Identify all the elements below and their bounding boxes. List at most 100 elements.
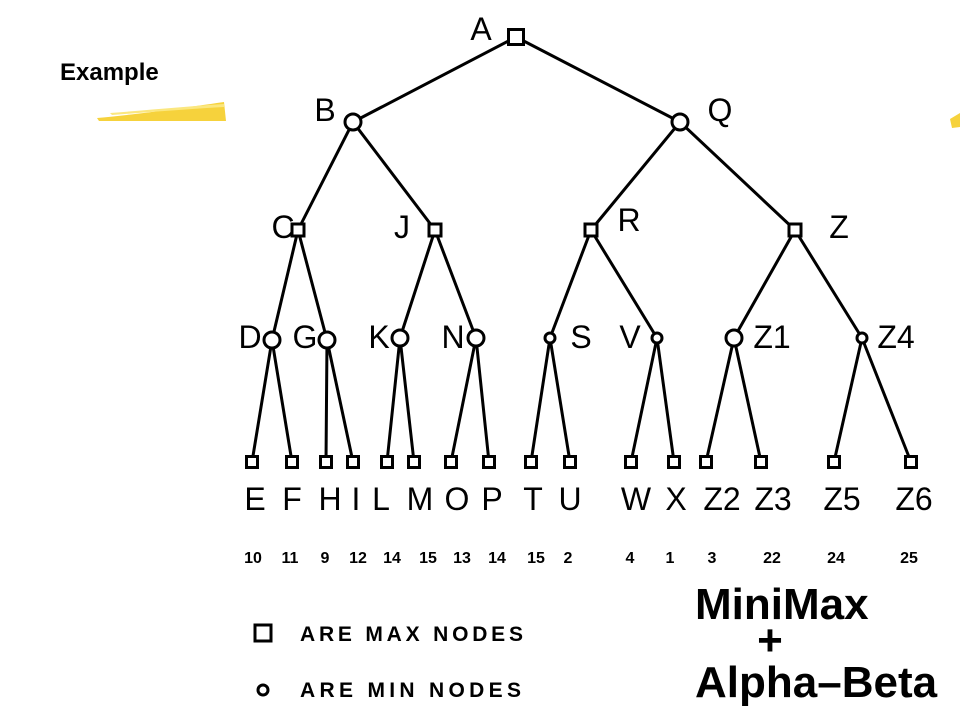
node-label-k: K: [368, 319, 389, 355]
node-label-z4: Z4: [877, 319, 914, 355]
edge-s-u: [548, 336, 572, 464]
edge-g-i: [325, 338, 355, 464]
leaf-node-z2: [699, 455, 713, 469]
edge-z4-z6: [860, 336, 913, 464]
min-node-d: [262, 330, 282, 350]
heading-plus: +: [757, 616, 783, 665]
node-label-d: D: [238, 319, 261, 355]
legend: ARE MAX NODES ARE MIN NODES: [253, 623, 523, 702]
node-label-a: A: [470, 11, 492, 47]
edge-a-q: [514, 35, 682, 124]
leaf-value-z6: 25: [900, 550, 918, 567]
max-node-c: [290, 222, 306, 238]
edge-j-n: [433, 228, 478, 340]
leaf-label-z5: Z5: [823, 481, 860, 517]
edge-a-b: [351, 35, 518, 124]
node-label-r: R: [617, 202, 640, 238]
leaf-label-i: I: [352, 481, 361, 517]
leaf-label-u: U: [558, 481, 581, 517]
slide-title: Example: [60, 59, 159, 86]
leaf-label-o: O: [445, 481, 470, 517]
edge-v-w: [629, 336, 659, 464]
node-label-b: B: [314, 92, 335, 128]
edge-z-z1: [732, 228, 797, 340]
leaf-label-p: P: [481, 481, 502, 517]
leaf-value-l: 14: [383, 550, 401, 567]
node-label-v: V: [619, 319, 641, 355]
leaf-node-t: [524, 455, 538, 469]
leaf-node-e: [245, 455, 259, 469]
edge-n-o: [449, 336, 478, 464]
brush-stroke-faint: [110, 104, 224, 115]
leaf-value-z2: 3: [708, 550, 717, 567]
leaf-value-h: 9: [321, 550, 330, 567]
edge-k-l: [385, 336, 402, 464]
leaf-node-w: [624, 455, 638, 469]
min-node-z1: [724, 328, 744, 348]
leaf-value-e: 10: [244, 550, 262, 567]
node-label-c: C: [271, 209, 294, 245]
max-node-z: [787, 222, 803, 238]
leaf-value-o: 13: [453, 550, 471, 567]
node-label-q: Q: [708, 92, 733, 128]
min-node-n: [466, 328, 486, 348]
edge-q-r: [589, 120, 682, 232]
edge-r-s: [548, 228, 593, 340]
edge-c-d: [270, 228, 300, 342]
leaf-node-z5: [827, 455, 841, 469]
leaf-label-f: F: [282, 481, 302, 517]
leaf-label-t: T: [523, 481, 543, 517]
edge-j-k: [398, 228, 437, 340]
node-label-j: J: [394, 209, 410, 245]
leaf-value-z5: 24: [827, 550, 845, 567]
edge-s-t: [529, 336, 552, 464]
leaf-value-w: 4: [626, 550, 635, 567]
leaf-node-f: [285, 455, 299, 469]
leaf-value-p: 14: [488, 550, 506, 567]
max-node-a: [507, 28, 525, 46]
leaf-value-f: 11: [282, 550, 299, 567]
node-label-s: S: [570, 319, 591, 355]
brush-stroke-left: [97, 102, 226, 121]
tree-nodes: [245, 28, 918, 469]
edge-k-m: [398, 336, 416, 464]
leaf-label-m: M: [407, 481, 434, 517]
edge-c-g: [296, 228, 329, 342]
brush-stroke-right: [950, 113, 960, 128]
min-node-s: [543, 331, 557, 345]
min-node-k: [390, 328, 410, 348]
edge-d-f: [270, 338, 294, 464]
max-node-r: [583, 222, 599, 238]
decoration-layer: [97, 102, 960, 128]
node-label-g: G: [293, 319, 318, 355]
legend-max-label: ARE MAX NODES: [300, 623, 523, 646]
leaf-label-h: H: [318, 481, 341, 517]
heading-minimax: MiniMax: [695, 580, 869, 629]
edge-b-c: [296, 120, 355, 232]
leaf-label-z2: Z2: [703, 481, 740, 517]
leaf-value-m: 15: [419, 550, 437, 567]
leaf-value-x: 1: [666, 550, 675, 567]
edge-g-h: [324, 338, 329, 464]
legend-min-label: ARE MIN NODES: [300, 679, 521, 702]
square-icon: [253, 623, 273, 643]
min-node-g: [317, 330, 337, 350]
node-label-z: Z: [829, 209, 849, 245]
heading: MiniMax + Alpha–Beta: [695, 580, 938, 707]
leaf-value-t: 15: [527, 550, 545, 567]
leaf-node-h: [319, 455, 333, 469]
tree-edges: [250, 35, 913, 464]
leaf-node-u: [563, 455, 577, 469]
circle-icon: [256, 683, 270, 697]
leaf-node-l: [380, 455, 394, 469]
edge-n-p: [474, 336, 491, 464]
edge-z1-z2: [704, 336, 736, 464]
heading-alpha-beta: Alpha–Beta: [695, 658, 938, 707]
leaf-label-l: L: [372, 481, 390, 517]
leaf-label-z6: Z6: [895, 481, 932, 517]
leaf-label-w: W: [621, 481, 652, 517]
edge-z1-z3: [732, 336, 763, 464]
